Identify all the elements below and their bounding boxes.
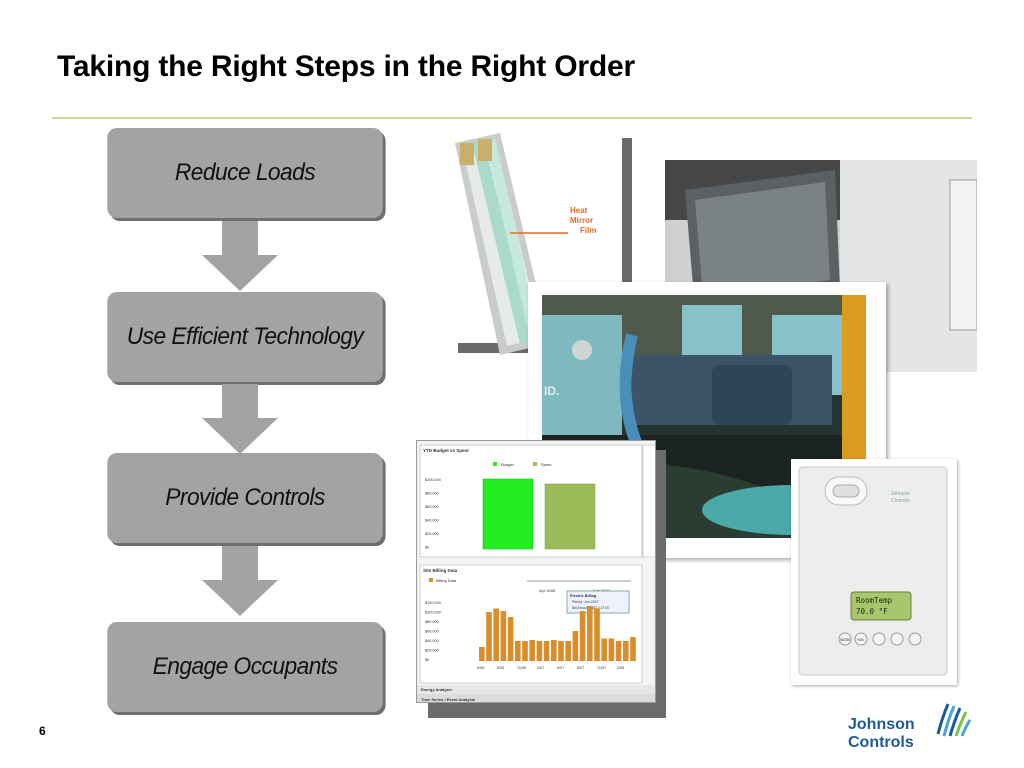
billing-bar [493, 608, 499, 661]
y-tick-top: $60,000 [425, 505, 439, 509]
legend-spent: Spent [541, 462, 552, 467]
down-arrow-icon [202, 221, 278, 291]
x-tick: 2/07 [537, 666, 544, 670]
billing-bar [515, 641, 521, 661]
billing-bar [615, 641, 622, 661]
page-number: 6 [39, 724, 46, 738]
slide-title: Taking the Right Steps in the Right Orde… [57, 50, 635, 83]
heat-label: Heat [570, 206, 588, 215]
billing-bar [623, 641, 629, 661]
billing-bar [587, 606, 593, 661]
x-tick: 2/08 [617, 666, 624, 670]
film-label: Film [580, 226, 596, 235]
billing-bar [551, 640, 557, 661]
display-room-temp: RoomTemp [856, 596, 893, 605]
y-tick-top: $80,000 [425, 492, 439, 496]
legend-budget: Budget [501, 462, 515, 467]
billing-bar [630, 637, 636, 661]
thermostat-brand-line1: Johnson [891, 491, 910, 497]
step-engage-occupants: Engage Occupants [107, 622, 383, 712]
footer-time-series: Time Series / Event Analysis [421, 697, 476, 702]
billing-bar [507, 617, 514, 661]
billing-bar [601, 638, 607, 661]
thermostat-display [850, 591, 912, 621]
y-tick-top: $40,000 [425, 519, 439, 523]
x-tick: 11/06 [517, 666, 526, 670]
down-arrow-icon [202, 546, 278, 616]
title-divider [52, 117, 972, 119]
billing-bar [543, 641, 550, 661]
johnson-controls-logo: Johnson Controls [848, 698, 978, 756]
y-tick-bottom: $40,000 [425, 639, 439, 643]
y-tick-top: $100,000 [425, 478, 441, 482]
billing-bar [565, 641, 571, 661]
x-tick: 8/06 [497, 666, 504, 670]
x-tick: 5/07 [557, 666, 564, 670]
billing-bar [579, 611, 586, 661]
y-tick-bottom: $20,000 [425, 649, 439, 653]
billing-bar [558, 641, 564, 661]
billing-bar [486, 612, 492, 661]
step-efficient-technology: Use Efficient Technology [107, 292, 383, 382]
footer-energy-analyzer: Energy Analyzer [421, 687, 453, 692]
y-tick-top: $0 [425, 546, 429, 550]
spent-bar [544, 483, 596, 550]
thermostat-image: Johnson Controls RoomTemp 70.0 °F MODE F… [791, 459, 957, 685]
billing-bar [608, 638, 615, 661]
step-reduce-loads: Reduce Loads [107, 128, 383, 218]
tooltip-period: Period: Jun-2007 [572, 600, 599, 604]
budget-bar [482, 478, 534, 550]
y-tick-top: $20,000 [425, 532, 439, 536]
y-tick-bottom: $100,000 [425, 611, 441, 615]
mode-button-label: MODE [840, 638, 851, 642]
y-tick-bottom: $120,000 [425, 601, 441, 605]
heat-mirror-window-image: Heat Mirror Film [455, 133, 632, 355]
range-start: Apr 2008 [539, 588, 556, 593]
x-tick: 8/07 [577, 666, 584, 670]
thermostat-brand-line2: Controls [891, 498, 910, 504]
energy-dashboard-image: YTD Budget vs Spent Budget Spent $100,00… [416, 440, 656, 703]
panel2-title: Site Billing Data [423, 568, 458, 573]
y-tick-bottom: $0 [425, 658, 429, 662]
billing-bar [594, 608, 600, 661]
logo-text-controls: Controls [848, 734, 914, 751]
panel2-legend: Billing Data [436, 578, 457, 583]
panel1-title: YTD Budget vs Spent [423, 448, 469, 453]
billing-bar [529, 640, 535, 661]
billing-bar [572, 631, 579, 661]
wall-text: ID. [544, 384, 559, 398]
tooltip-title: Electric Billing [570, 594, 597, 598]
billing-bar [536, 641, 543, 661]
x-tick: 5/06 [477, 666, 484, 670]
x-tick: 11/07 [597, 666, 606, 670]
y-tick-bottom: $60,000 [425, 630, 439, 634]
billing-bar [500, 611, 507, 661]
step-provide-controls: Provide Controls [107, 453, 383, 543]
billing-bar [522, 641, 528, 661]
y-tick-bottom: $80,000 [425, 620, 439, 624]
display-temp-value: 70.0 °F [856, 607, 888, 616]
fan-button-label: FAN [857, 638, 864, 642]
down-arrow-icon [202, 384, 278, 454]
logo-text-johnson: Johnson [848, 716, 915, 733]
mirror-label: Mirror [570, 216, 593, 225]
logo-mark-icon [936, 703, 972, 737]
billing-bar [479, 647, 485, 661]
